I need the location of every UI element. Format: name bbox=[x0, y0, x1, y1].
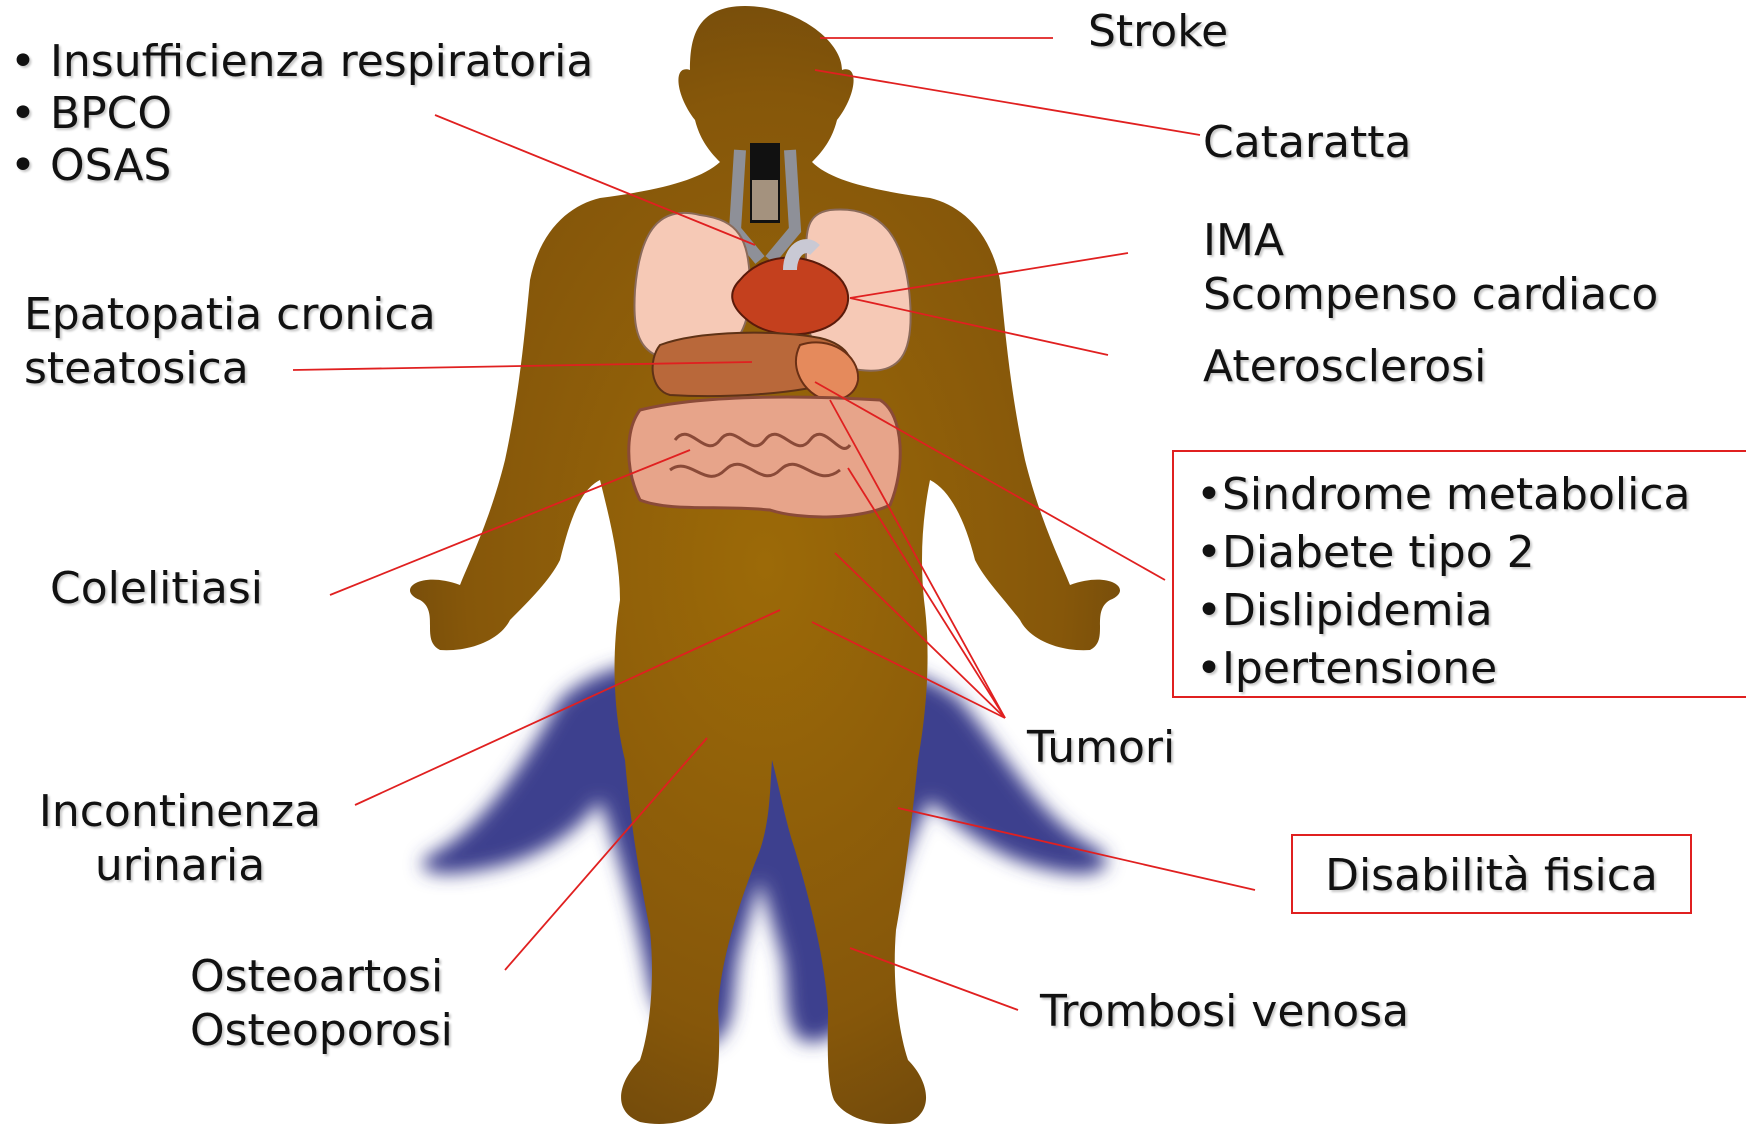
label-epatopatia-line2: steatosica bbox=[24, 342, 436, 396]
label-incontinenza-line2: urinaria bbox=[24, 839, 336, 893]
label-resp-osas: • OSAS bbox=[10, 140, 593, 192]
label-incontinenza: Incontinenza urinaria bbox=[24, 785, 336, 892]
large-intestine bbox=[629, 397, 900, 517]
label-ipertensione: •Ipertensione bbox=[1196, 640, 1746, 698]
label-trombosi: Trombosi venosa bbox=[1040, 986, 1409, 1038]
label-stroke: Stroke bbox=[1088, 6, 1228, 58]
label-tumori: Tumori bbox=[1027, 722, 1175, 774]
trachea-rings bbox=[752, 180, 778, 220]
label-colelitiasi: Colelitiasi bbox=[50, 563, 263, 615]
label-dislipidemia: •Dislipidemia bbox=[1196, 582, 1746, 640]
label-osteo: Osteoartosi Osteoporosi bbox=[190, 950, 453, 1057]
label-cataratta: Cataratta bbox=[1203, 117, 1411, 169]
label-diabete: •Diabete tipo 2 bbox=[1196, 524, 1746, 582]
label-scompenso: Scompenso cardiaco bbox=[1203, 268, 1658, 322]
label-epatopatia-line1: Epatopatia cronica bbox=[24, 288, 436, 342]
label-sindrome-metabolica: •Sindrome metabolica bbox=[1196, 466, 1746, 524]
label-respiratory: • Insufficienza respiratoria • BPCO • OS… bbox=[10, 36, 593, 192]
label-cardiac: IMA Scompenso cardiaco bbox=[1203, 214, 1658, 321]
label-resp-bpco: • BPCO bbox=[10, 88, 593, 140]
label-osteoporosi: Osteoporosi bbox=[190, 1004, 453, 1058]
label-ima: IMA bbox=[1203, 214, 1658, 268]
metabolic-box: •Sindrome metabolica •Diabete tipo 2 •Di… bbox=[1172, 450, 1746, 698]
label-osteoartosi: Osteoartosi bbox=[190, 950, 453, 1004]
label-aterosclerosi: Aterosclerosi bbox=[1203, 341, 1486, 393]
label-epatopatia: Epatopatia cronica steatosica bbox=[24, 288, 436, 395]
label-disabilita: Disabilità fisica bbox=[1325, 850, 1658, 901]
disabilita-box: Disabilità fisica bbox=[1291, 834, 1692, 914]
label-resp-insufficienza: • Insufficienza respiratoria bbox=[10, 36, 593, 88]
label-incontinenza-line1: Incontinenza bbox=[24, 785, 336, 839]
